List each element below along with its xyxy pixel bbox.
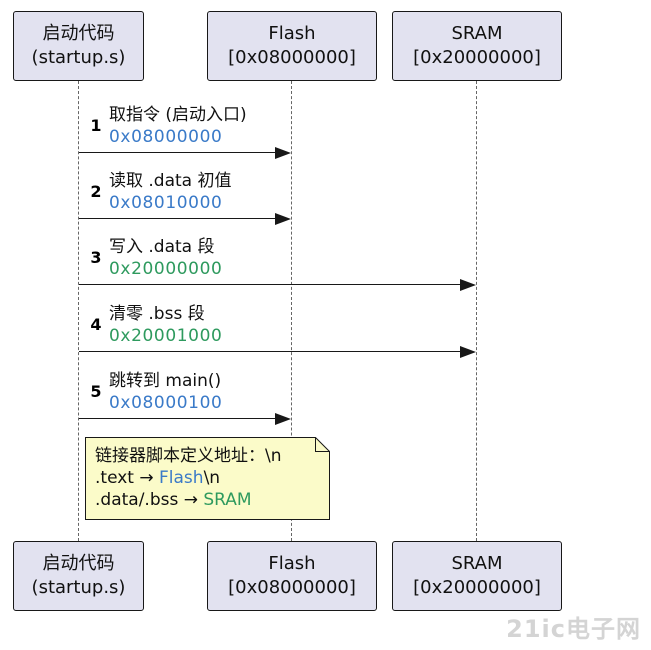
participant-name: SRAM <box>451 23 503 44</box>
arrow-head-icon <box>460 346 476 358</box>
participant-address: [0x20000000] <box>413 47 541 68</box>
participant-sram-bottom: SRAM [0x20000000] <box>392 541 562 611</box>
participant-address: [0x08000000] <box>228 47 356 68</box>
lifeline-startup <box>78 81 79 541</box>
message-arrow-line <box>79 418 277 419</box>
note-shape <box>85 437 330 520</box>
message-arrow-line <box>79 218 277 219</box>
message-label: 取指令 (启动入口) <box>109 105 247 125</box>
participant-address: [0x08000000] <box>228 577 356 598</box>
participant-name: SRAM <box>451 553 503 574</box>
linker-note: 链接器脚本定义地址：\n .text → Flash\n .data/.bss … <box>85 437 330 520</box>
message-number: 1 <box>90 116 102 135</box>
message-number: 3 <box>90 248 102 267</box>
message-number: 4 <box>90 315 102 334</box>
message-label: 读取 .data 初值 <box>109 171 232 191</box>
message-label: 跳转到 main() <box>109 371 222 391</box>
arrow-head-icon <box>275 147 291 159</box>
lifeline-flash <box>291 81 292 541</box>
message-address: 0x08000100 <box>109 393 223 413</box>
participant-name: Flash <box>268 23 316 44</box>
participant-file: (startup.s) <box>31 47 126 68</box>
note-flash-highlight: Flash <box>159 468 204 488</box>
participant-flash-top: Flash [0x08000000] <box>207 11 377 81</box>
message-address: 0x20001000 <box>109 326 223 346</box>
participant-name: 启动代码 <box>42 553 115 574</box>
message-arrow-line <box>79 351 462 352</box>
message-arrow-line <box>79 152 277 153</box>
message-address: 0x08010000 <box>109 193 223 213</box>
note-line-1: 链接器脚本定义地址：\n <box>95 445 282 467</box>
message-number: 5 <box>90 382 102 401</box>
participant-name: Flash <box>268 553 316 574</box>
message-label: 清零 .bss 段 <box>109 304 205 324</box>
note-text: .text → <box>95 468 160 488</box>
message-address: 0x20000000 <box>109 259 223 279</box>
participant-file: (startup.s) <box>31 577 126 598</box>
participant-startup-bottom: 启动代码 (startup.s) <box>13 541 144 611</box>
message-arrow-line <box>79 284 462 285</box>
message-address: 0x08000000 <box>109 127 223 147</box>
watermark-logo: 21ic电子网 <box>506 615 641 643</box>
lifeline-sram <box>476 81 477 541</box>
participant-flash-bottom: Flash [0x08000000] <box>207 541 377 611</box>
note-text: \n <box>203 468 221 488</box>
participant-address: [0x20000000] <box>413 577 541 598</box>
participant-sram-top: SRAM [0x20000000] <box>392 11 562 81</box>
participant-name: 启动代码 <box>42 23 115 44</box>
note-sram-highlight: SRAM <box>203 490 252 510</box>
note-line-3: .data/.bss → SRAM <box>95 489 252 511</box>
participant-startup-top: 启动代码 (startup.s) <box>13 11 144 81</box>
note-text: .data/.bss → <box>95 490 204 510</box>
arrow-head-icon <box>275 213 291 225</box>
message-number: 2 <box>90 182 102 201</box>
message-label: 写入 .data 段 <box>109 237 215 257</box>
note-line-2: .text → Flash\n <box>95 467 220 489</box>
note-text: 链接器脚本定义地址：\n <box>95 446 282 466</box>
arrow-head-icon <box>460 279 476 291</box>
arrow-head-icon <box>275 413 291 425</box>
